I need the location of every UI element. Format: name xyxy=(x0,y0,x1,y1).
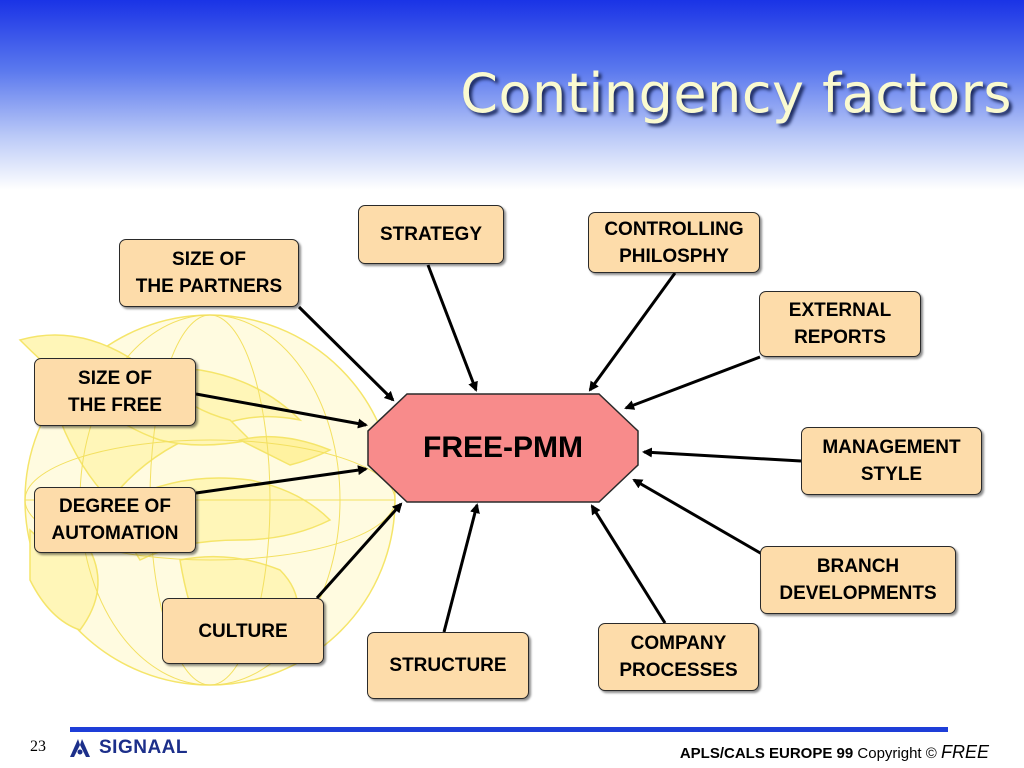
center-node: FREE-PMM xyxy=(367,393,639,503)
slide-title: Contingency factors xyxy=(460,62,1012,125)
footer-conference: APLS/CALS EUROPE 99 xyxy=(679,745,854,762)
factor-label: DEGREE OF AUTOMATION xyxy=(51,496,179,544)
footer-copyright: Copyright © xyxy=(857,745,937,762)
factor-strategy: STRATEGY xyxy=(358,205,504,264)
arrow-size-of-free xyxy=(195,392,368,429)
center-node-label: FREE-PMM xyxy=(423,431,583,464)
factor-external-reports: EXTERNAL REPORTS xyxy=(759,291,921,357)
footer-credits: APLS/CALS EUROPE 99 Copyright © FREE xyxy=(680,742,989,763)
factor-label: SIZE OF THE FREE xyxy=(68,368,162,416)
arrow-size-of-partners xyxy=(297,305,395,402)
factor-branch-developments: BRANCH DEVELOPMENTS xyxy=(760,546,956,614)
arrow-management-style xyxy=(642,447,802,463)
arrow-structure xyxy=(442,503,480,633)
factor-label: MANAGEMENT STYLE xyxy=(822,437,961,485)
factor-label: STRATEGY xyxy=(379,224,483,245)
factor-company-processes: COMPANY PROCESSES xyxy=(598,623,759,691)
logo-text: SIGNAAL xyxy=(99,737,188,758)
factor-degree-of-automation: DEGREE OF AUTOMATION xyxy=(34,487,196,553)
arrow-controlling-philosophy xyxy=(588,272,677,392)
signaal-logo-icon xyxy=(70,739,90,757)
factor-label: BRANCH DEVELOPMENTS xyxy=(779,556,937,604)
arrow-external-reports xyxy=(624,355,761,410)
arrow-branch-developments xyxy=(632,478,763,556)
factor-structure: STRUCTURE xyxy=(367,632,529,699)
footer-divider xyxy=(70,727,948,732)
factor-size-of-free: SIZE OF THE FREE xyxy=(34,358,196,426)
arrow-company-processes xyxy=(590,504,667,624)
arrow-culture xyxy=(315,502,403,599)
arrow-strategy xyxy=(426,264,478,392)
factor-label: CONTROLLING PHILOSPHY xyxy=(604,218,744,267)
factor-label: CULTURE xyxy=(198,620,288,642)
factor-management-style: MANAGEMENT STYLE xyxy=(801,427,982,495)
footer-brand: FREE xyxy=(940,742,989,762)
factor-label: STRUCTURE xyxy=(389,655,507,676)
factor-controlling-philosophy: CONTROLLING PHILOSPHY xyxy=(588,212,760,273)
factor-label: EXTERNAL REPORTS xyxy=(788,300,892,348)
arrow-degree-of-automation xyxy=(195,465,368,495)
factor-label: COMPANY PROCESSES xyxy=(619,633,738,681)
factor-culture: CULTURE xyxy=(162,598,324,664)
page-number: 23 xyxy=(30,738,46,755)
factor-label: SIZE OF THE PARTNERS xyxy=(135,249,283,297)
signaal-logo: SIGNAAL xyxy=(68,737,188,759)
factor-size-of-partners: SIZE OF THE PARTNERS xyxy=(119,239,299,307)
